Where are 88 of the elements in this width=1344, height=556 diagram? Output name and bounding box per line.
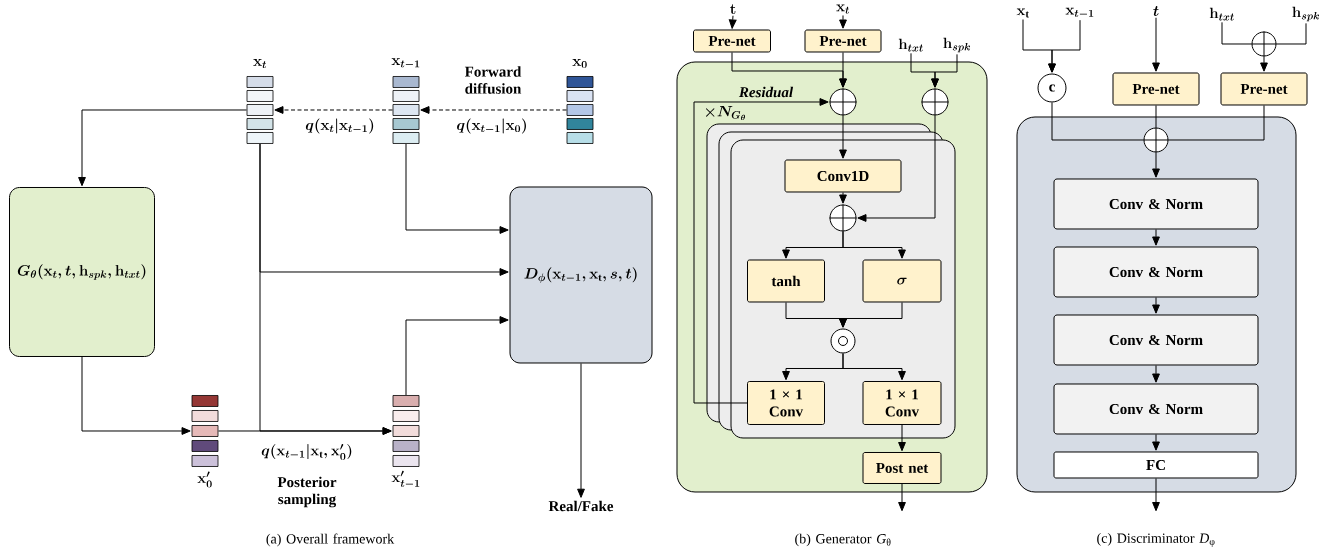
discriminator-box: $D_\phi(\mathbf{x}_{t-1}, \mathbf{x}_\mathrm{t}, s, t)$	[509, 186, 653, 364]
node-label: $\mathbf{x}_0$	[572, 59, 587, 69]
vector-stack: $\mathbf{x}_{t-1}$	[391, 58, 420, 144]
arrow	[1260, 56, 1268, 72]
generator-box: $G_\theta(\mathbf{x}_t, t, \mathbf{h}_{spk}, \mathbf{h}_{txt})$	[9, 187, 155, 357]
arrow	[405, 316, 509, 396]
arrow	[839, 115, 847, 159]
input-label: $\mathbf{t}$	[730, 4, 736, 14]
node-label: $\mathbf{x}'_{t-1}$	[391, 470, 420, 487]
odot-circle	[830, 328, 856, 354]
arrow	[259, 143, 392, 435]
subfigure-caption: (b) Generator G$_{θ}$	[795, 533, 891, 547]
arrow	[839, 14, 847, 29]
input-label: $\mathbf{x}_{t-1}$	[1065, 7, 1094, 17]
connector-line	[1155, 105, 1157, 128]
vector-stack: $\mathbf{x}_0$	[566, 59, 594, 144]
arrow	[898, 483, 906, 512]
process-box: Conv & Norm	[1053, 383, 1259, 435]
arrow	[842, 353, 906, 381]
arrow	[1152, 229, 1160, 246]
plus-circle	[1143, 127, 1169, 153]
input-label: $\mathbf{h}_{spk}$	[943, 37, 971, 53]
connector-line	[1051, 102, 1144, 141]
process-box: Pre-net	[804, 29, 882, 53]
arrow	[728, 15, 737, 29]
process-box: Conv & Norm	[1053, 246, 1259, 298]
input-label: $\mathbf{h}_{spk}$	[1292, 6, 1320, 22]
process-box: $\sigma$	[862, 259, 942, 303]
plus-circle	[921, 88, 949, 116]
input-label: $\mathbf{x}_\mathrm{t}$	[1016, 8, 1029, 18]
connector-line	[1221, 21, 1252, 45]
arrow	[1152, 434, 1160, 451]
process-box: Pre-net	[1112, 72, 1200, 106]
process-box: Conv & Norm	[1053, 178, 1259, 230]
node-label: $\mathbf{x}_t$	[253, 59, 267, 69]
process-box: FC	[1053, 451, 1259, 479]
input-label: $\mathbf{h}_{txt}$	[1209, 7, 1234, 21]
node-label: $\mathbf{x}'_0$	[197, 471, 212, 488]
stage-label: Posterior sampling	[277, 476, 337, 508]
arrow	[898, 424, 906, 452]
vector-stack: $\mathbf{x}'_0$	[191, 395, 219, 488]
stage-label: Forward diffusion	[464, 66, 522, 94]
arrow	[857, 115, 936, 222]
process-box: Pre-net	[693, 29, 771, 53]
process-box: Post net	[862, 452, 942, 484]
arrow	[1152, 478, 1160, 512]
arrow	[931, 53, 958, 88]
node-label: $\mathbf{x}_{t-1}$	[391, 58, 420, 68]
vector-stack: $\mathbf{x}_t$	[246, 59, 274, 144]
arrow	[1152, 297, 1160, 314]
process-box: Pre-net	[1220, 72, 1308, 106]
process-box: 1 × 1 Conv	[862, 381, 942, 425]
dashed-arrow	[274, 106, 393, 114]
arrow	[81, 356, 191, 435]
arrow	[839, 52, 847, 88]
dashed-arrow	[420, 106, 567, 114]
arrow	[405, 143, 509, 234]
edge-label: $q(\mathbf{x}_{t-1}|\mathbf{x}_0)$	[457, 118, 526, 134]
plus-circle	[829, 88, 857, 116]
process-box: Conv & Norm	[1053, 314, 1259, 366]
edge-label: $q(\mathbf{x}_{t-1}|\mathbf{x}_\mathrm{t}, \mathbf{x}'_0)$	[261, 443, 352, 461]
arrow	[842, 231, 906, 259]
vector-stack: $\mathbf{x}'_{t-1}$	[391, 395, 420, 487]
connector-line	[1276, 22, 1307, 45]
connector-line	[1168, 105, 1265, 141]
input-label: $t$	[1153, 6, 1159, 16]
edge-label: Residual	[738, 86, 794, 98]
output-label: Real/Fake	[548, 500, 614, 512]
subfigure-caption: (c) Discriminator D$_{φ}$	[1097, 533, 1215, 547]
input-label: $\mathbf{x}_t$	[836, 4, 849, 14]
arrow	[1152, 17, 1160, 72]
arrow	[1152, 365, 1160, 383]
arrow	[78, 109, 247, 187]
edge-label: $q(\mathbf{x}_t|\mathbf{x}_{t-1})$	[305, 118, 374, 134]
arrow	[839, 192, 847, 204]
subfigure-caption: (a) Overall framework	[266, 533, 395, 547]
process-box: Conv1D	[784, 159, 902, 193]
arrow	[1048, 19, 1081, 73]
process-box: tanh	[747, 259, 825, 303]
arrow	[839, 302, 903, 328]
input-label: $\mathbf{h}_{txt}$	[898, 38, 923, 52]
arrow	[693, 98, 829, 404]
process-box: 1 × 1 Conv	[747, 381, 825, 425]
arrow	[577, 363, 585, 498]
operator-label: $\times N_{G_\theta}$	[706, 105, 745, 121]
plus-circle	[1251, 31, 1277, 57]
arrow	[1152, 152, 1160, 178]
plus-circle	[829, 204, 857, 232]
